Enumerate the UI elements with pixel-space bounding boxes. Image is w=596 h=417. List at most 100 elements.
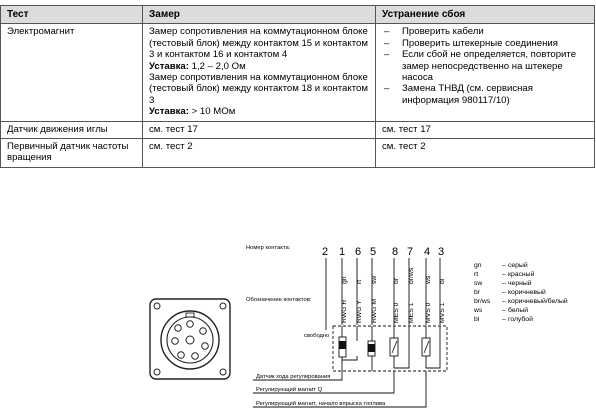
connector-ring-outer bbox=[160, 310, 220, 370]
connector-pin bbox=[174, 324, 182, 332]
cell-fix: см. тест 2 bbox=[375, 138, 595, 168]
legend-code: br bbox=[474, 289, 481, 296]
callout-line bbox=[253, 371, 343, 381]
cell-fix: см. тест 17 bbox=[375, 120, 595, 140]
wire bbox=[342, 326, 373, 371]
wire-color-labels: gn rt sw br br/ws ws bl bbox=[341, 267, 446, 285]
legend-code: sw bbox=[474, 280, 482, 287]
setpoint-value: 1,2 – 2,0 Ом bbox=[188, 60, 246, 72]
wire-color: rt bbox=[356, 280, 363, 284]
legend-dash: – bbox=[502, 280, 506, 287]
cell-test: Электромагнит bbox=[0, 23, 143, 122]
pin-number: 4 bbox=[424, 246, 430, 258]
legend-dash: – bbox=[502, 298, 506, 305]
legend-dash: – bbox=[502, 316, 506, 323]
cell-test: Первичный датчик частоты вращения bbox=[0, 138, 143, 168]
pin-number: 1 bbox=[339, 246, 345, 258]
resistor-element bbox=[389, 337, 399, 357]
setpoint-label: Уставка: bbox=[149, 60, 189, 72]
legend-code: gn bbox=[474, 262, 482, 269]
connector-pin bbox=[191, 352, 199, 360]
connector-ring-inner bbox=[166, 316, 214, 364]
pin-numbers: 2 1 6 5 8 7 4 3 bbox=[322, 246, 444, 258]
setpoint: Уставка: > 10 МОм bbox=[149, 106, 369, 117]
table-row: Первичный датчик частоты вращения см. те… bbox=[0, 138, 595, 168]
wire-color: ws bbox=[425, 275, 432, 285]
cell-measure: Замер сопротивления на коммутационном бл… bbox=[142, 23, 376, 122]
legend-name: белый bbox=[508, 306, 528, 314]
resistor-slash bbox=[423, 340, 430, 354]
mount-hole bbox=[153, 302, 161, 310]
color-legend: gn – серый rt – красный sw – черный br –… bbox=[473, 261, 568, 323]
table-row: Датчик движения иглы см. тест 17 см. тес… bbox=[0, 120, 595, 140]
contact-code: MVS 1 bbox=[439, 302, 446, 323]
pin-number: 8 bbox=[392, 246, 398, 258]
magnet-coil bbox=[367, 340, 376, 357]
connector-pin bbox=[185, 335, 195, 345]
callout-line bbox=[253, 371, 395, 394]
legend-dash: – bbox=[502, 307, 506, 314]
connector-flange bbox=[149, 298, 231, 380]
resistor-element bbox=[421, 337, 431, 357]
contact-code: MES 0 bbox=[393, 302, 400, 323]
cell-measure: см. тест 2 bbox=[142, 138, 376, 168]
legend-code: rt bbox=[474, 271, 478, 278]
wire-color: br bbox=[393, 277, 400, 284]
legend-dash: – bbox=[502, 262, 506, 269]
components bbox=[338, 336, 431, 358]
legend-code: ws bbox=[473, 307, 483, 314]
header-fix: Устранение сбоя bbox=[375, 4, 595, 25]
connector-pin bbox=[171, 337, 179, 345]
wire bbox=[393, 326, 410, 369]
callout-text: Датчик хода регулирования bbox=[256, 374, 330, 380]
connector-pin bbox=[186, 320, 194, 328]
connector-drawing bbox=[149, 298, 231, 380]
sensor-coil bbox=[338, 336, 347, 358]
contact-number-label: Номер контакта: bbox=[246, 245, 291, 251]
legend-name: красный bbox=[508, 270, 535, 278]
pin-number: 5 bbox=[370, 246, 376, 258]
legend-code: bl bbox=[474, 316, 480, 323]
callout-text: Регулирующий магнит, начало впрыска топл… bbox=[256, 400, 386, 407]
callout-line bbox=[253, 371, 427, 408]
sensor-core bbox=[339, 341, 346, 349]
component-enclosure bbox=[332, 325, 448, 372]
list-item: Проверить кабели bbox=[382, 26, 588, 38]
mount-hole bbox=[219, 302, 227, 310]
pin-number: 6 bbox=[355, 246, 361, 258]
cell-fix: Проверить кабели Проверить штекерные сое… bbox=[375, 23, 595, 122]
legend-name: черный bbox=[508, 279, 532, 287]
wire-color: br/ws bbox=[408, 267, 415, 284]
legend-name: коричневый/белый bbox=[508, 297, 568, 305]
header-measure: Замер bbox=[142, 4, 376, 25]
measure-text: Замер сопротивления на коммутационном бл… bbox=[149, 26, 368, 61]
mount-hole bbox=[219, 368, 227, 376]
cell-test: Датчик движения иглы bbox=[0, 120, 143, 140]
free-label: свободно bbox=[304, 333, 329, 339]
cell-measure: см. тест 17 bbox=[142, 120, 376, 140]
mount-hole bbox=[153, 368, 161, 376]
legend-name: серый bbox=[508, 261, 528, 269]
table-header-row: Тест Замер Устранение сбоя bbox=[0, 4, 595, 25]
connector-pin bbox=[199, 327, 207, 335]
diagnostic-table: Тест Замер Устранение сбоя Электромагнит… bbox=[0, 4, 595, 168]
setpoint-value: > 10 МОм bbox=[188, 106, 236, 118]
measure-text: Замер сопротивления на коммутационном бл… bbox=[149, 72, 368, 106]
legend-code: br/ws bbox=[474, 298, 491, 305]
setpoint: Уставка: 1,2 – 2,0 Ом bbox=[149, 61, 369, 72]
connector-key bbox=[185, 312, 195, 318]
contact-code: RWG R bbox=[341, 300, 348, 323]
legend-dash: – bbox=[502, 271, 506, 278]
legend-name: коричневый bbox=[508, 288, 546, 296]
wire-color: bl bbox=[439, 278, 446, 284]
connector-pin bbox=[201, 342, 209, 350]
pin-number: 2 bbox=[322, 246, 328, 258]
contact-code: MVS 0 bbox=[425, 302, 432, 323]
callout-text: Регулирующий магнит Q bbox=[256, 386, 323, 393]
header-test: Тест bbox=[0, 4, 143, 25]
setpoint-label: Уставка: bbox=[149, 106, 189, 118]
pin-number: 3 bbox=[438, 246, 444, 258]
wire-color: gn bbox=[341, 276, 348, 284]
list-item: Замена ТНВД (см. сервисная информация 98… bbox=[382, 83, 588, 106]
wire-color: sw bbox=[371, 276, 378, 284]
